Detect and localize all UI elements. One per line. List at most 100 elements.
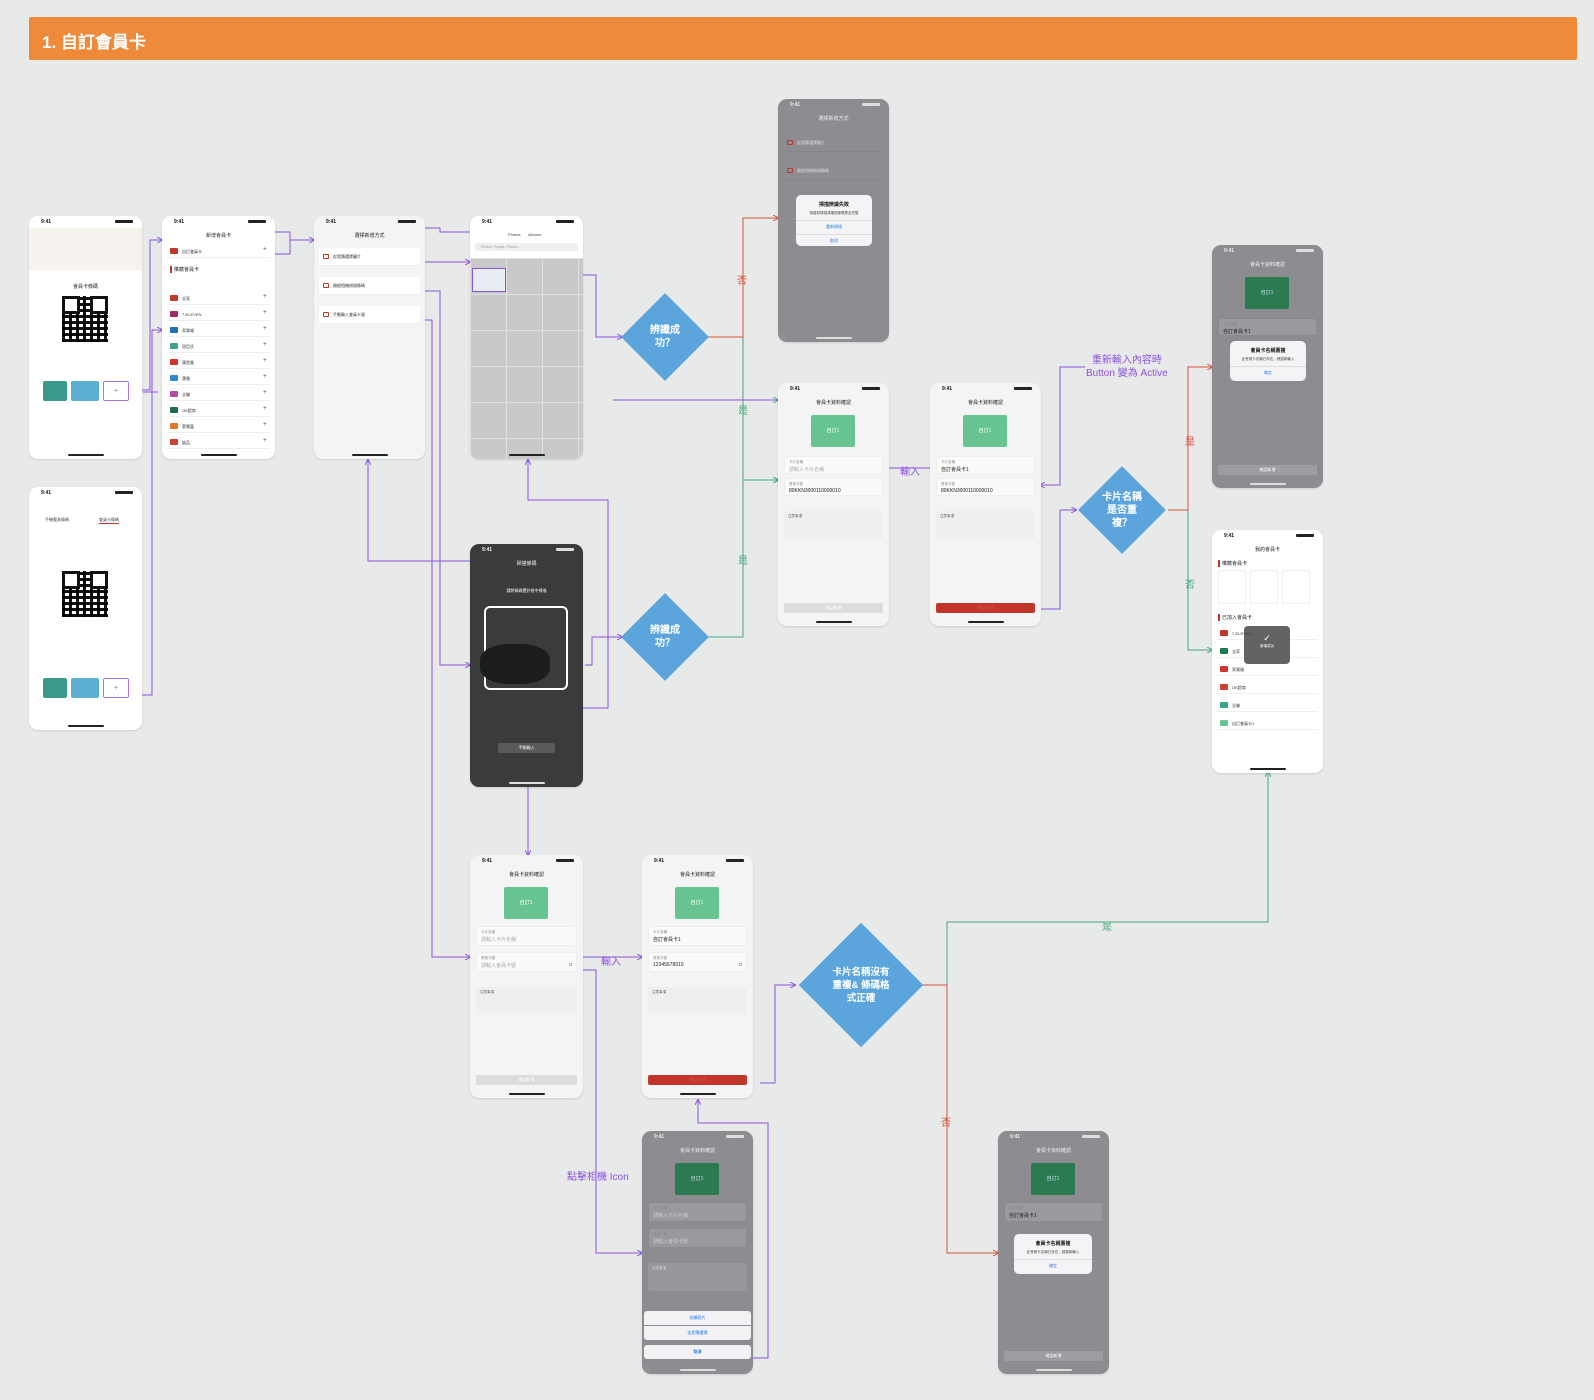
card-name-field[interactable]: 卡片名稱自訂會員卡1 bbox=[936, 456, 1035, 474]
sheet-choose-album[interactable]: 從相簿選擇 bbox=[644, 1326, 751, 1340]
option-photo[interactable]: 從相簿選擇圖片 bbox=[319, 248, 420, 266]
add-card-icon[interactable]: + bbox=[103, 678, 129, 698]
barcode-photo[interactable] bbox=[472, 268, 506, 292]
store-row[interactable]: 寶雅+ bbox=[167, 371, 270, 385]
edge-label-yes: 是 bbox=[738, 402, 748, 417]
phone-manual-empty: 9:41 會員卡資料確認 自訂1 卡片名稱請輸入卡片名稱 會員卡號請輸入會員卡號… bbox=[470, 855, 583, 1098]
popular-title: 推薦會員卡 bbox=[1218, 560, 1247, 567]
edge-label-input: 輸入 bbox=[601, 953, 621, 968]
page-title: 會員卡資料確認 bbox=[470, 871, 583, 878]
card-no-field[interactable]: 會員卡號請輸入會員卡號◘ bbox=[476, 952, 577, 972]
page-title: 掃描條碼 bbox=[470, 560, 583, 567]
sheet-take-photo[interactable]: 拍攝照片 bbox=[644, 1311, 751, 1325]
cancel-button[interactable]: 取消 bbox=[796, 234, 872, 244]
card-name-field: 卡片名稱請輸入卡片名稱 bbox=[648, 1202, 747, 1222]
ok-button[interactable]: 確定 bbox=[1014, 1259, 1092, 1269]
store-row[interactable]: 誠品+ bbox=[167, 435, 270, 449]
page-title: 會員卡資料確認 bbox=[642, 871, 753, 878]
option-scan[interactable]: 開啟相機掃描條碼 bbox=[319, 277, 420, 295]
note-box: 注意事項 bbox=[476, 987, 577, 1015]
page-title: 新增會員卡 bbox=[162, 232, 275, 239]
tab-photos[interactable]: Photos bbox=[508, 232, 520, 237]
decision-label: 卡片名稱是否重複？ bbox=[1092, 491, 1152, 530]
submit-button[interactable]: 確認新增 bbox=[784, 603, 883, 613]
edge-label-yes: 是 bbox=[1185, 433, 1195, 448]
store-tile[interactable] bbox=[1218, 570, 1246, 604]
card-preview: 自訂1 bbox=[1245, 277, 1289, 309]
card-thumb[interactable] bbox=[71, 381, 99, 401]
store-tile[interactable] bbox=[1282, 570, 1310, 604]
phone-duplicate-dialog: 9:41 會員卡資料確認 自訂1 卡片名稱自訂會員卡1 會員卡名稱重複 此會員卡… bbox=[1212, 245, 1323, 488]
phone-my-cards: 9:41 我的會員卡 推薦會員卡 已加入會員卡 7-ELEVEN 全家 家樂福 … bbox=[1212, 530, 1323, 773]
card-thumb[interactable] bbox=[43, 381, 67, 401]
card-name-field[interactable]: 卡片名稱自訂會員卡1 bbox=[648, 926, 747, 946]
card-name-field[interactable]: 卡片名稱請輸入卡片名稱 bbox=[784, 456, 883, 474]
phone-camera-scan: 9:41 掃描條碼 請將條碼置於框中掃描 手動輸入 bbox=[470, 544, 583, 787]
card-row[interactable]: 家樂福 bbox=[1217, 662, 1318, 676]
section-title: 1. 自訂會員卡 bbox=[42, 28, 146, 53]
custom-card-row[interactable]: 自訂會員卡+ bbox=[167, 244, 270, 258]
phone-member-barcode: 9:41 手機載具條碼 會員卡條碼 + bbox=[29, 487, 142, 730]
search-input[interactable]: Photos, People, Places... bbox=[475, 243, 578, 251]
note-box: 注意事項 bbox=[648, 987, 747, 1015]
store-row[interactable]: 7-ELEVEN+ bbox=[167, 307, 270, 321]
option-scan: 開啟相機掃描條碼 bbox=[783, 162, 884, 180]
store-row[interactable]: 全家+ bbox=[167, 291, 270, 305]
ok-button[interactable]: 確定 bbox=[1230, 366, 1306, 376]
decision-label: 辨識成功？ bbox=[640, 324, 690, 350]
submit-button[interactable]: 確認新增 bbox=[936, 603, 1035, 613]
camera-icon[interactable]: ◘ bbox=[569, 962, 572, 968]
card-row[interactable]: OK超商 bbox=[1217, 680, 1318, 694]
page-title: 選擇新增方式 bbox=[314, 232, 425, 239]
submit-button[interactable]: 確認新增 bbox=[648, 1075, 747, 1085]
store-row[interactable]: OK超商+ bbox=[167, 403, 270, 417]
tab-phone[interactable]: 手機載具條碼 bbox=[45, 517, 69, 523]
success-toast: ✓新增成功 bbox=[1244, 626, 1290, 664]
card-name-field[interactable]: 卡片名稱請輸入卡片名稱 bbox=[476, 926, 577, 946]
added-title: 已加入會員卡 bbox=[1218, 614, 1252, 621]
manual-input-button[interactable]: 手動輸入 bbox=[498, 743, 555, 753]
card-no-field: 會員卡號請輸入會員卡號 bbox=[648, 1228, 747, 1248]
card-preview: 自訂1 bbox=[504, 887, 548, 919]
card-row[interactable]: 自訂會員卡1 bbox=[1217, 716, 1318, 730]
option-photo: 從相簿選擇圖片 bbox=[783, 134, 884, 152]
tab-member[interactable]: 會員卡條碼 bbox=[99, 517, 119, 524]
card-row[interactable]: 全聯 bbox=[1217, 698, 1318, 712]
page-title: 會員卡資料確認 bbox=[998, 1147, 1109, 1154]
page-title: 會員卡資料確認 bbox=[778, 399, 889, 406]
phone-confirm-filled: 9:41 會員卡資料確認 自訂1 卡片名稱自訂會員卡1 會員卡號80KKN300… bbox=[930, 383, 1041, 626]
qr-code bbox=[62, 571, 108, 617]
retry-button[interactable]: 重新掃描 bbox=[796, 220, 872, 230]
submit-button: 確認新增 bbox=[1218, 465, 1317, 475]
store-row[interactable]: 萊爾富+ bbox=[167, 419, 270, 433]
phone-add-card: 9:41 新增會員卡 自訂會員卡+ 推薦會員卡 全家+ 7-ELEVEN+ 家樂… bbox=[162, 216, 275, 459]
store-tile[interactable] bbox=[1250, 570, 1278, 604]
card-thumb[interactable] bbox=[43, 678, 67, 698]
submit-button[interactable]: 確認新增 bbox=[476, 1075, 577, 1085]
submit-button: 確認新增 bbox=[1004, 1351, 1103, 1361]
card-preview: 自訂1 bbox=[675, 1163, 719, 1195]
fail-dialog: 掃描辨識失敗 請重新掃描或確認條碼是否完整 重新掃描 取消 bbox=[796, 195, 872, 246]
store-row[interactable]: 屈臣氏+ bbox=[167, 339, 270, 353]
card-thumb[interactable] bbox=[71, 678, 99, 698]
page-title: 會員卡資料確認 bbox=[642, 1147, 753, 1154]
camera-icon[interactable]: ◘ bbox=[739, 962, 742, 968]
card-preview: 自訂1 bbox=[675, 887, 719, 919]
phone-scan-failed: 9:41 選擇新增方式 從相簿選擇圖片 開啟相機掃描條碼 掃描辨識失敗 請重新掃… bbox=[778, 99, 889, 342]
card-preview: 自訂1 bbox=[1031, 1163, 1075, 1195]
qr-code bbox=[62, 296, 108, 342]
store-row[interactable]: 康是美+ bbox=[167, 355, 270, 369]
add-card-icon[interactable]: + bbox=[103, 381, 129, 401]
sheet-cancel[interactable]: 取消 bbox=[644, 1345, 751, 1359]
store-row[interactable]: 家樂福+ bbox=[167, 323, 270, 337]
store-row[interactable]: 全聯+ bbox=[167, 387, 270, 401]
tab-albums[interactable]: Albums bbox=[528, 232, 541, 237]
scan-hint: 請將條碼置於框中掃描 bbox=[470, 588, 583, 594]
option-manual[interactable]: 手動輸入會員卡號 bbox=[319, 306, 420, 324]
page-title: 我的會員卡 bbox=[1212, 546, 1323, 553]
